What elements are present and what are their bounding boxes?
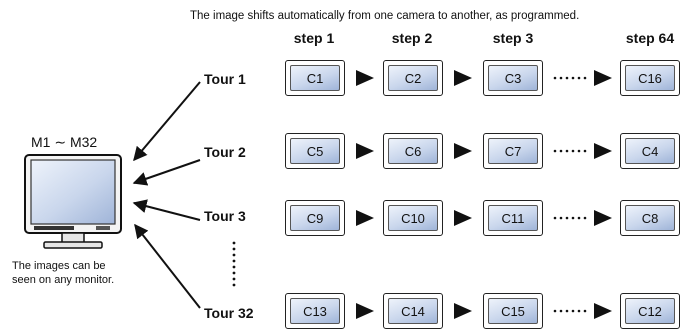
arrow-tour32 [134,223,201,309]
camera-label: C13 [290,298,340,324]
camera-label: C1 [290,65,340,91]
step-arrow [454,143,472,159]
camera-box: C7 [483,133,543,169]
monitor-note-line-2: seen on any monitor. [12,274,115,286]
camera-box: C14 [383,293,443,329]
step-arrow [454,210,472,226]
step-arrow [454,303,472,319]
camera-label: C4 [625,138,675,164]
step-arrow [594,303,612,319]
arrow-tour3 [132,199,201,221]
tour-label-2: Tour 2 [204,144,246,160]
camera-label: C6 [388,138,438,164]
step-arrow [594,210,612,226]
tour-label-32: Tour 32 [204,305,254,321]
camera-box: C5 [285,133,345,169]
camera-box: C2 [383,60,443,96]
step-header-1: step 1 [293,30,335,46]
camera-label: C10 [388,205,438,231]
camera-label: C15 [488,298,538,324]
camera-box: C8 [620,200,680,236]
arrow-tour1 [133,81,201,162]
camera-box: C3 [483,60,543,96]
vertical-ellipsis [232,241,236,287]
camera-box: C9 [285,200,345,236]
step-arrow [454,70,472,86]
step-arrow [594,143,612,159]
camera-label: C12 [625,298,675,324]
step-header-3: step 3 [492,30,534,46]
camera-box: C12 [620,293,680,329]
step-arrow [356,210,374,226]
camera-label: C8 [625,205,675,231]
step-arrow [356,303,374,319]
monitor-label: M1 ∼ M32 [31,134,98,150]
camera-label: C2 [388,65,438,91]
camera-label: C3 [488,65,538,91]
camera-label: C16 [625,65,675,91]
camera-label: C7 [488,138,538,164]
tour-to-monitor-arrows [132,81,201,309]
camera-box: C10 [383,200,443,236]
camera-box: C6 [383,133,443,169]
camera-label: C14 [388,298,438,324]
step-arrow [356,143,374,159]
tour-label-3: Tour 3 [204,208,246,224]
camera-box: C1 [285,60,345,96]
camera-box: C13 [285,293,345,329]
camera-label: C9 [290,205,340,231]
camera-box: C4 [620,133,680,169]
camera-box: C16 [620,60,680,96]
step-arrow [356,70,374,86]
horizontal-ellipsis [553,76,587,313]
monitor-note-line-1: The images can be [12,260,106,272]
camera-label: C5 [290,138,340,164]
camera-label: C11 [488,205,538,231]
monitor-icon [24,154,122,249]
diagram-caption: The image shifts automatically from one … [190,10,580,22]
arrow-tour2 [132,159,201,186]
camera-box: C15 [483,293,543,329]
step-header-2: step 2 [391,30,433,46]
step-arrow [594,70,612,86]
step-arrows [356,70,612,319]
tour-label-1: Tour 1 [204,71,246,87]
camera-box: C11 [483,200,543,236]
step-header-64: step 64 [625,30,675,46]
